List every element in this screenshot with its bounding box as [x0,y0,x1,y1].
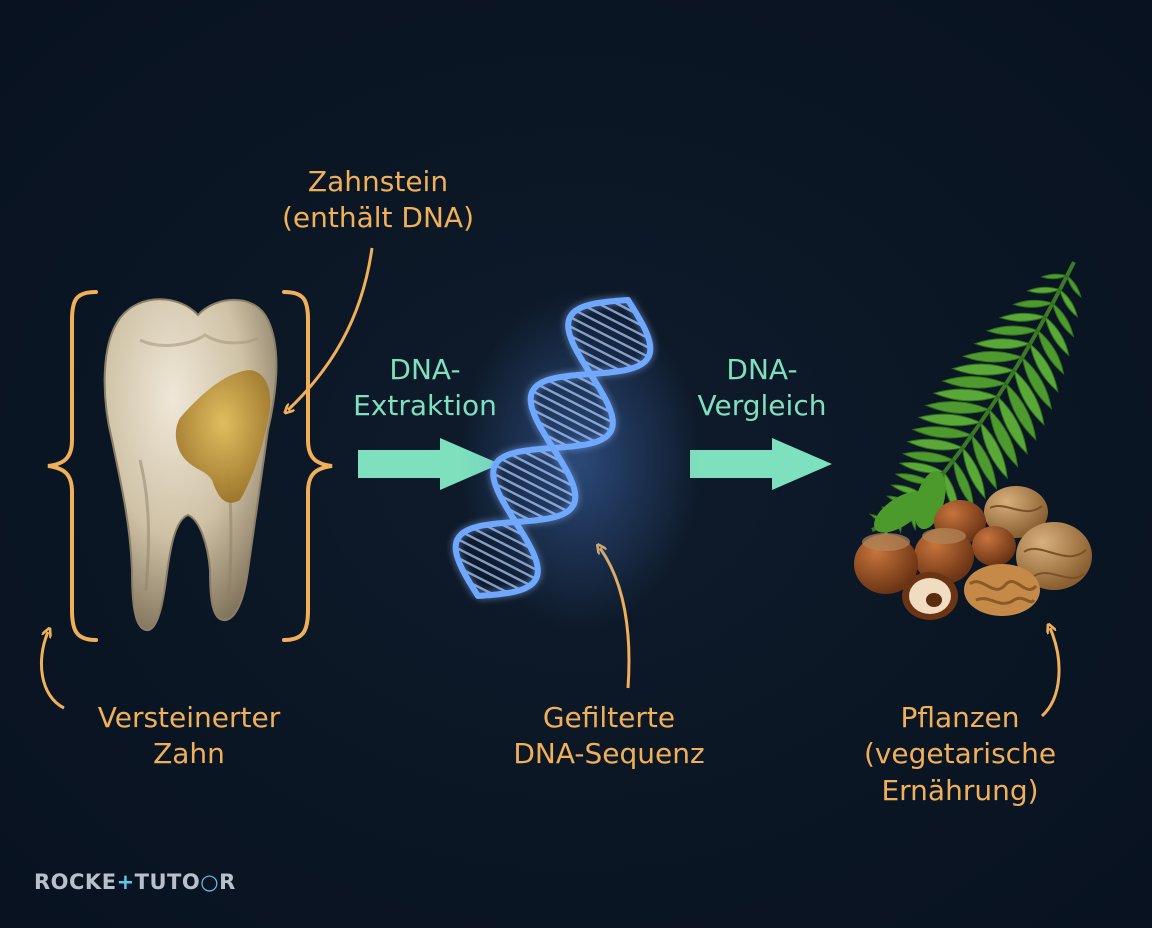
fern-leaflet [1059,288,1079,318]
fern-leaflet [971,433,998,491]
fern-leaflet [985,325,1040,336]
label-dna-vergleich: DNA- Vergleich [672,352,852,425]
dna-strand-2 [452,297,654,599]
fern-leaflet [898,461,946,474]
label-pflanzen-line1: Pflanzen [900,701,1020,734]
hazel-leaf [874,491,926,533]
label-pflanzen: Pflanzen (vegetarische Ernährung) [840,700,1080,809]
dna-base-pair [494,464,575,506]
dna-base-pair [509,453,575,488]
fern-leaflet [1012,299,1055,308]
walnut-right [1016,522,1092,590]
halved-hazelnut [902,572,958,620]
dna-base-pair [530,398,606,439]
fern-leaflet [917,413,983,427]
fern-leaflet [962,446,986,500]
dna-base-pair [456,538,537,580]
vergleich-right-arrow-icon [690,438,832,490]
fern-leaflet [932,388,1000,402]
label-gefilterte-dna-sequenz-line2: DNA-Sequenz [513,737,705,771]
logo-plus-icon: + [116,870,135,894]
dna-base-pair [494,482,560,517]
tooth-image [103,298,278,632]
dna-base-pair [537,383,614,424]
dna-base-pair [492,472,569,513]
dna-base-pair [462,531,539,572]
fern-leaflet [1026,286,1062,294]
fern-leaflet [1021,355,1053,410]
label-zahnstein: Zahnstein (enthält DNA) [258,164,498,237]
walnut-kernel [964,564,1040,616]
fern-leaflet [901,451,955,463]
pflanzen-pointer-arrow [1040,628,1061,718]
hazelnut-2 [972,526,1016,566]
fern-leaflet [951,363,1016,376]
zahnstein-pointer-arrow [288,247,374,410]
zahn-pointer-arrow [40,632,65,710]
label-dna-extraktion: DNA- Extraktion [330,352,520,425]
dna-base-pair [455,546,531,587]
fern-leaflet [1037,329,1065,376]
fern-leaflet [1013,369,1045,426]
hazelnut-3 [914,528,974,584]
fern-leaflet [988,408,1019,468]
label-dna-vergleich-line2: Vergleich [697,389,827,423]
fern-leaflet [906,438,965,451]
label-zahnstein-line2: (enthält DNA) [281,201,475,235]
dna-base-pair [584,305,650,340]
fern-leaflet [979,421,1008,480]
dna-base-pair [567,324,644,365]
dna-base-pair [569,316,650,358]
logo-part-2: TUTO [134,870,201,894]
right-curly-brace-icon [282,290,333,642]
logo-part-3: R [219,870,236,894]
label-dna-extraktion-line1: DNA- [389,353,461,386]
label-dna-extraktion-line2: Extraktion [353,389,497,423]
fern-leaflet [924,401,991,414]
label-pflanzen-line2: (vegetarische [863,737,1057,771]
fern-leaflet [1029,342,1059,393]
dna-base-pair [575,309,651,350]
rocketutor-logo: ROCKE+TUTO○R [34,870,236,894]
fern-leaflet [1051,302,1075,338]
logo-part-1: ROCKE [34,870,117,894]
hazelnut-4 [854,533,918,594]
dna-helix-image [450,290,700,630]
fern-leaflet [1040,273,1069,280]
fern-leaflet [911,426,974,439]
left-curly-brace-icon [47,290,98,642]
tartar-deposit [175,370,271,503]
fern-leaflet [1005,382,1037,442]
label-dna-vergleich-line1: DNA- [726,353,798,386]
fern-leaflet [997,395,1028,455]
fern-leaflet [1066,274,1082,299]
dna-base-pair [531,390,612,432]
label-versteinerter-zahn-line1: Versteinerter [97,701,281,734]
dna-base-pair [456,556,522,591]
label-gefilterte-dna-sequenz: Gefilterte DNA-Sequenz [486,700,732,773]
walnut-left [984,486,1048,538]
fern-and-nuts-image [854,261,1092,620]
dna-base-pair [471,527,537,562]
fern-leaflet [973,338,1032,350]
label-versteinerter-zahn-line2: Zahn [153,737,225,771]
fern-leaflet [998,312,1047,322]
dna-base-pair [531,408,597,443]
fern-leaflet [1044,315,1070,357]
dna-base-pair [546,379,612,414]
label-pflanzen-line3: Ernährung) [881,773,1039,807]
label-gefilterte-dna-sequenz-line1: Gefilterte [542,701,676,734]
logo-o-ring-icon: ○ [200,870,220,894]
fern-leaflet [961,350,1024,363]
label-versteinerter-zahn: Versteinerter Zahn [64,700,314,773]
label-zahnstein-line1: Zahnstein [307,165,449,198]
fern-leaflet [941,376,1008,389]
dna-base-pair [569,334,635,369]
dna-base-pair [500,457,576,498]
